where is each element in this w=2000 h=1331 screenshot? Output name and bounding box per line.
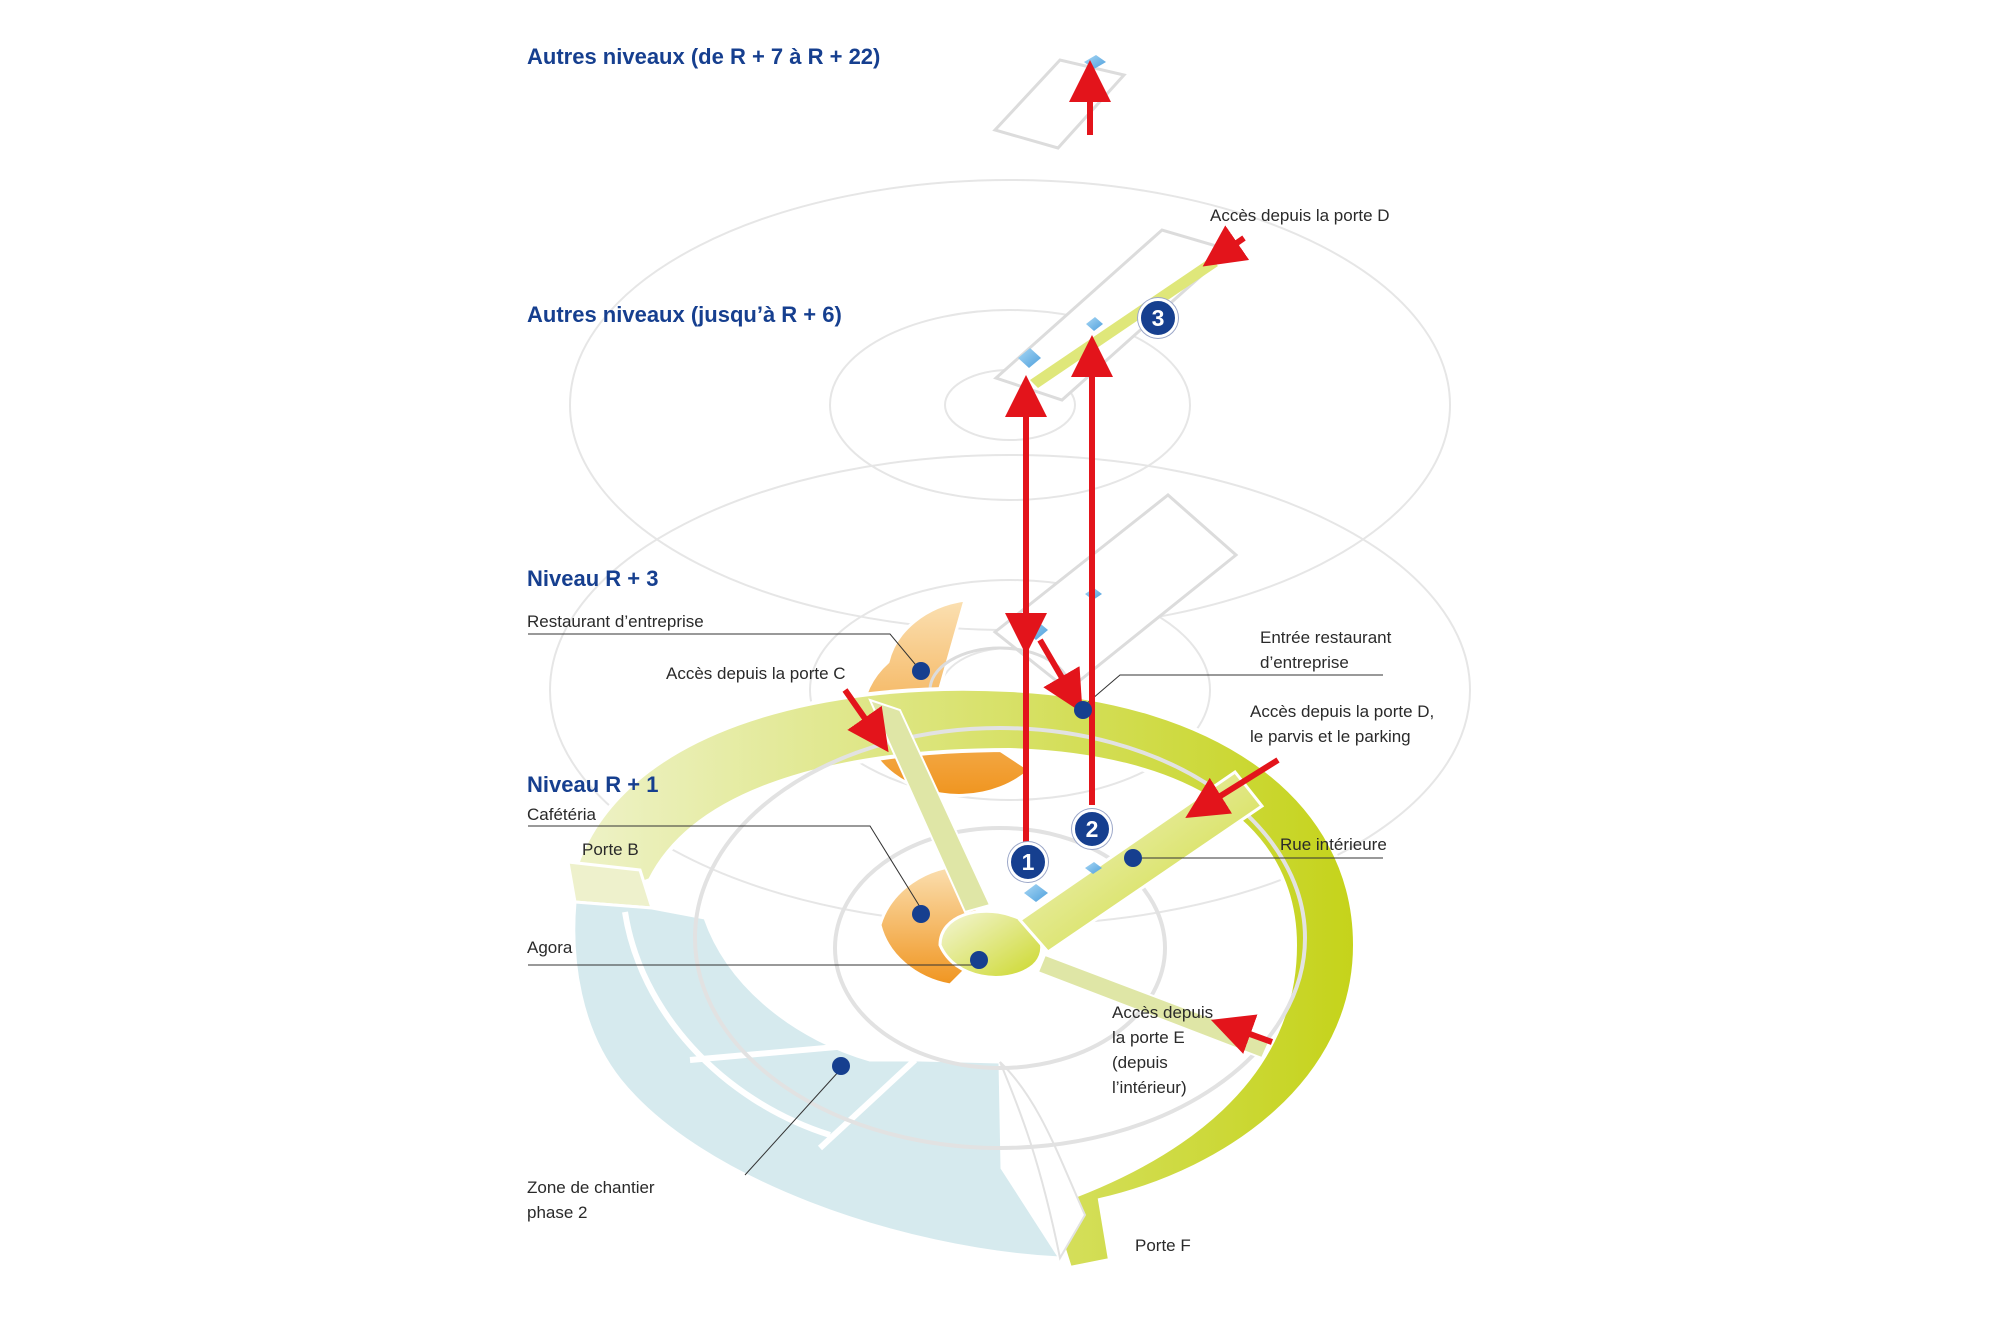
restaurant-location-dot [912, 662, 930, 680]
label-rue-interieure: Rue intérieure [1280, 835, 1387, 854]
level-title-r1: Niveau R + 1 [527, 772, 659, 797]
label-entree-restaurant: Entrée restaurant d’entreprise [1260, 628, 1392, 672]
rue-interieure-dot [1124, 849, 1142, 867]
upper-level-slab [993, 228, 1234, 402]
level-title-r3: Niveau R + 3 [527, 566, 659, 591]
marker-1: 1 [1008, 842, 1048, 882]
access-arrows [842, 60, 1280, 1054]
entree-restaurant-dot [1074, 701, 1092, 719]
agora-location-dot [970, 951, 988, 969]
level-title-upper: Autres niveaux (jusqu’à R + 6) [527, 302, 842, 327]
level-title-top: Autres niveaux (de R + 7 à R + 22) [527, 44, 881, 69]
label-acces-porte-d: Accès depuis la porte D [1210, 206, 1390, 225]
zone-chantier-dot [832, 1057, 850, 1075]
label-restaurant: Restaurant d’entreprise [527, 612, 704, 631]
label-porte-b: Porte B [582, 840, 639, 859]
label-porte-f: Porte F [1135, 1236, 1191, 1255]
label-cafeteria: Cafétéria [527, 805, 596, 824]
label-agora: Agora [527, 938, 573, 957]
cafeteria-location-dot [912, 905, 930, 923]
label-acces-porte-e: Accès depuis la porte E (depuis l’intéri… [1112, 1003, 1214, 1097]
label-zone-chantier: Zone de chantier phase 2 [527, 1178, 655, 1222]
leader-lines [528, 633, 1383, 1176]
top-level-slab [992, 55, 1127, 150]
label-acces-porte-d-parvis: Accès depuis la porte D, le parvis et le… [1250, 702, 1435, 746]
marker-3: 3 [1138, 298, 1178, 338]
marker-2: 2 [1072, 809, 1112, 849]
label-acces-porte-c: Accès depuis la porte C [666, 664, 846, 683]
